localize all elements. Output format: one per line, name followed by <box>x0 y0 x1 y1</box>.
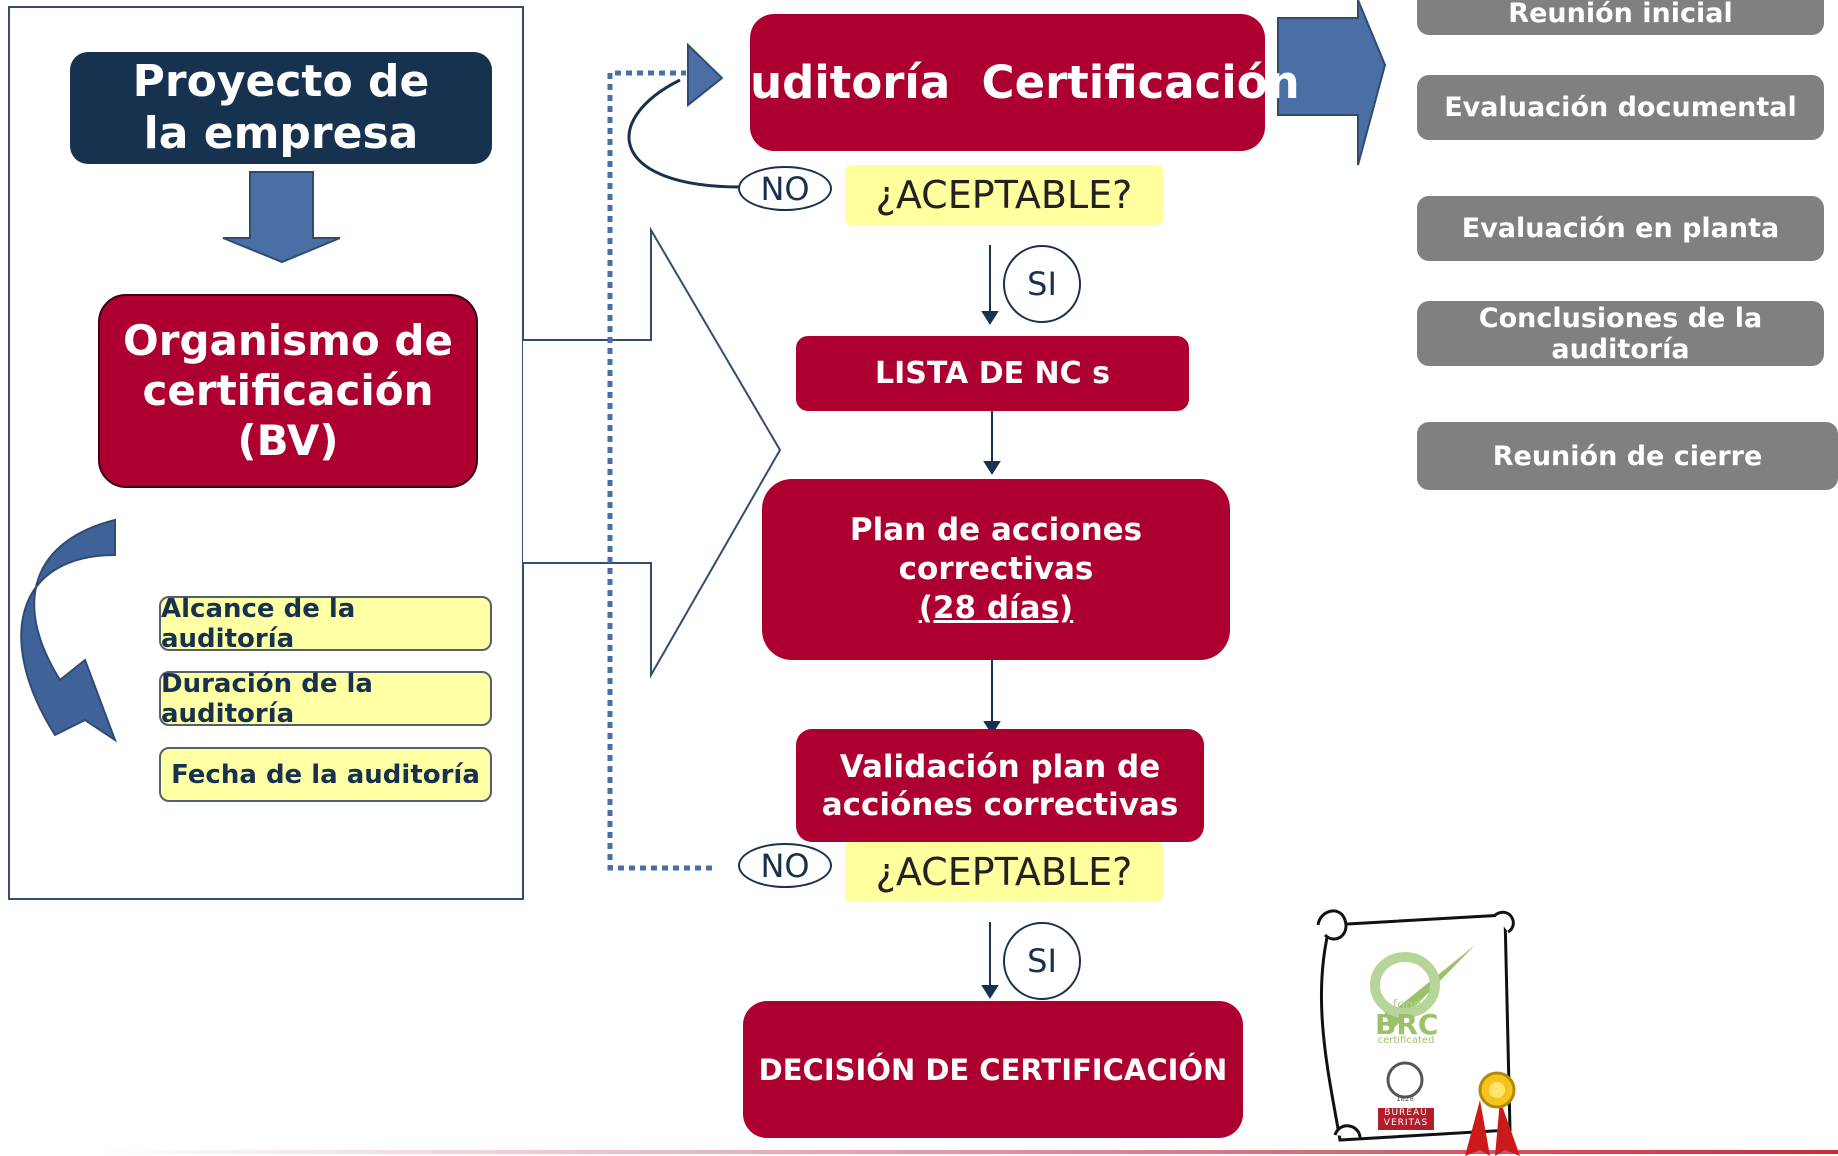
plan-box: Plan de acciones correctivas (28 días) <box>762 479 1230 660</box>
callout-bracket <box>523 226 782 679</box>
step-closing-meeting: Reunión de cierre <box>1417 422 1838 490</box>
detail-date: Fecha de la auditoría <box>159 747 492 802</box>
project-line-2: la empresa <box>143 108 419 159</box>
plan-days: (28 días) <box>918 590 1074 626</box>
detail-duration: Duración de la auditoría <box>159 669 492 729</box>
step-opening-meeting: Reunión inicial <box>1417 0 1824 35</box>
organism-line-2: certificación (BV) <box>142 366 434 465</box>
brc-food-text: food <box>1392 998 1422 1013</box>
bv-bureau-text: BUREAU <box>1384 1108 1428 1118</box>
no-badge-1: NO <box>738 166 832 211</box>
arrowhead-icon <box>981 985 999 999</box>
arrowhead-icon <box>981 311 999 325</box>
footer-line <box>100 1150 1838 1154</box>
dotted-return-line <box>607 70 712 871</box>
down-arrow-icon <box>222 171 341 264</box>
brc-certificated-text: certificated <box>1377 1035 1435 1046</box>
decision-box: DECISIÓN DE CERTIFICACIÓN <box>743 1001 1243 1138</box>
plan-line-2: correctivas <box>898 551 1094 587</box>
no-badge-2: NO <box>738 843 832 888</box>
step-conclusions: Conclusiones de la auditoría <box>1417 301 1824 366</box>
nc-list-box: LISTA DE NC s <box>796 336 1189 411</box>
audit-entry-arrow-icon <box>687 42 724 108</box>
si-badge-1: SI <box>1003 245 1081 323</box>
certificate-scroll-icon <box>1316 909 1520 1156</box>
validation-line-2: acciónes correctivas <box>821 786 1179 823</box>
step-opening-meeting-label: Reunión inicial <box>1508 0 1733 29</box>
detail-scope: Alcance de la auditoría <box>159 594 492 654</box>
step-document-review: Evaluación documental <box>1417 75 1824 140</box>
arrowhead-icon <box>983 461 1001 475</box>
right-arrow-icon <box>1277 0 1387 166</box>
audit-certification-label: Auditoría Certificación <box>715 56 1300 109</box>
si-badge-2: SI <box>1003 922 1081 1000</box>
project-line-1: Proyecto de <box>132 56 430 107</box>
validation-line-1: Validación plan de <box>839 748 1161 785</box>
bv-veritas-text: VERITAS <box>1383 1118 1429 1128</box>
bv-year-text: 1828 <box>1396 1095 1414 1103</box>
brc-logo-text: BRC <box>1375 1008 1439 1041</box>
arrowhead-icon <box>983 721 1001 735</box>
plan-line-1: Plan de acciones <box>849 512 1143 548</box>
acceptable-label-2: ¿ACEPTABLE? <box>845 842 1163 902</box>
step-plant-evaluation: Evaluación en planta <box>1417 196 1824 261</box>
audit-certification-box: Auditoría Certificación <box>715 14 1300 151</box>
acceptable-label-1: ¿ACEPTABLE? <box>845 165 1163 225</box>
organism-line-1: Organismo de <box>123 316 453 365</box>
validation-box: Validación plan de acciónes correctivas <box>796 729 1204 842</box>
no-loop-line <box>627 78 741 189</box>
curved-arrow-icon <box>20 518 118 743</box>
